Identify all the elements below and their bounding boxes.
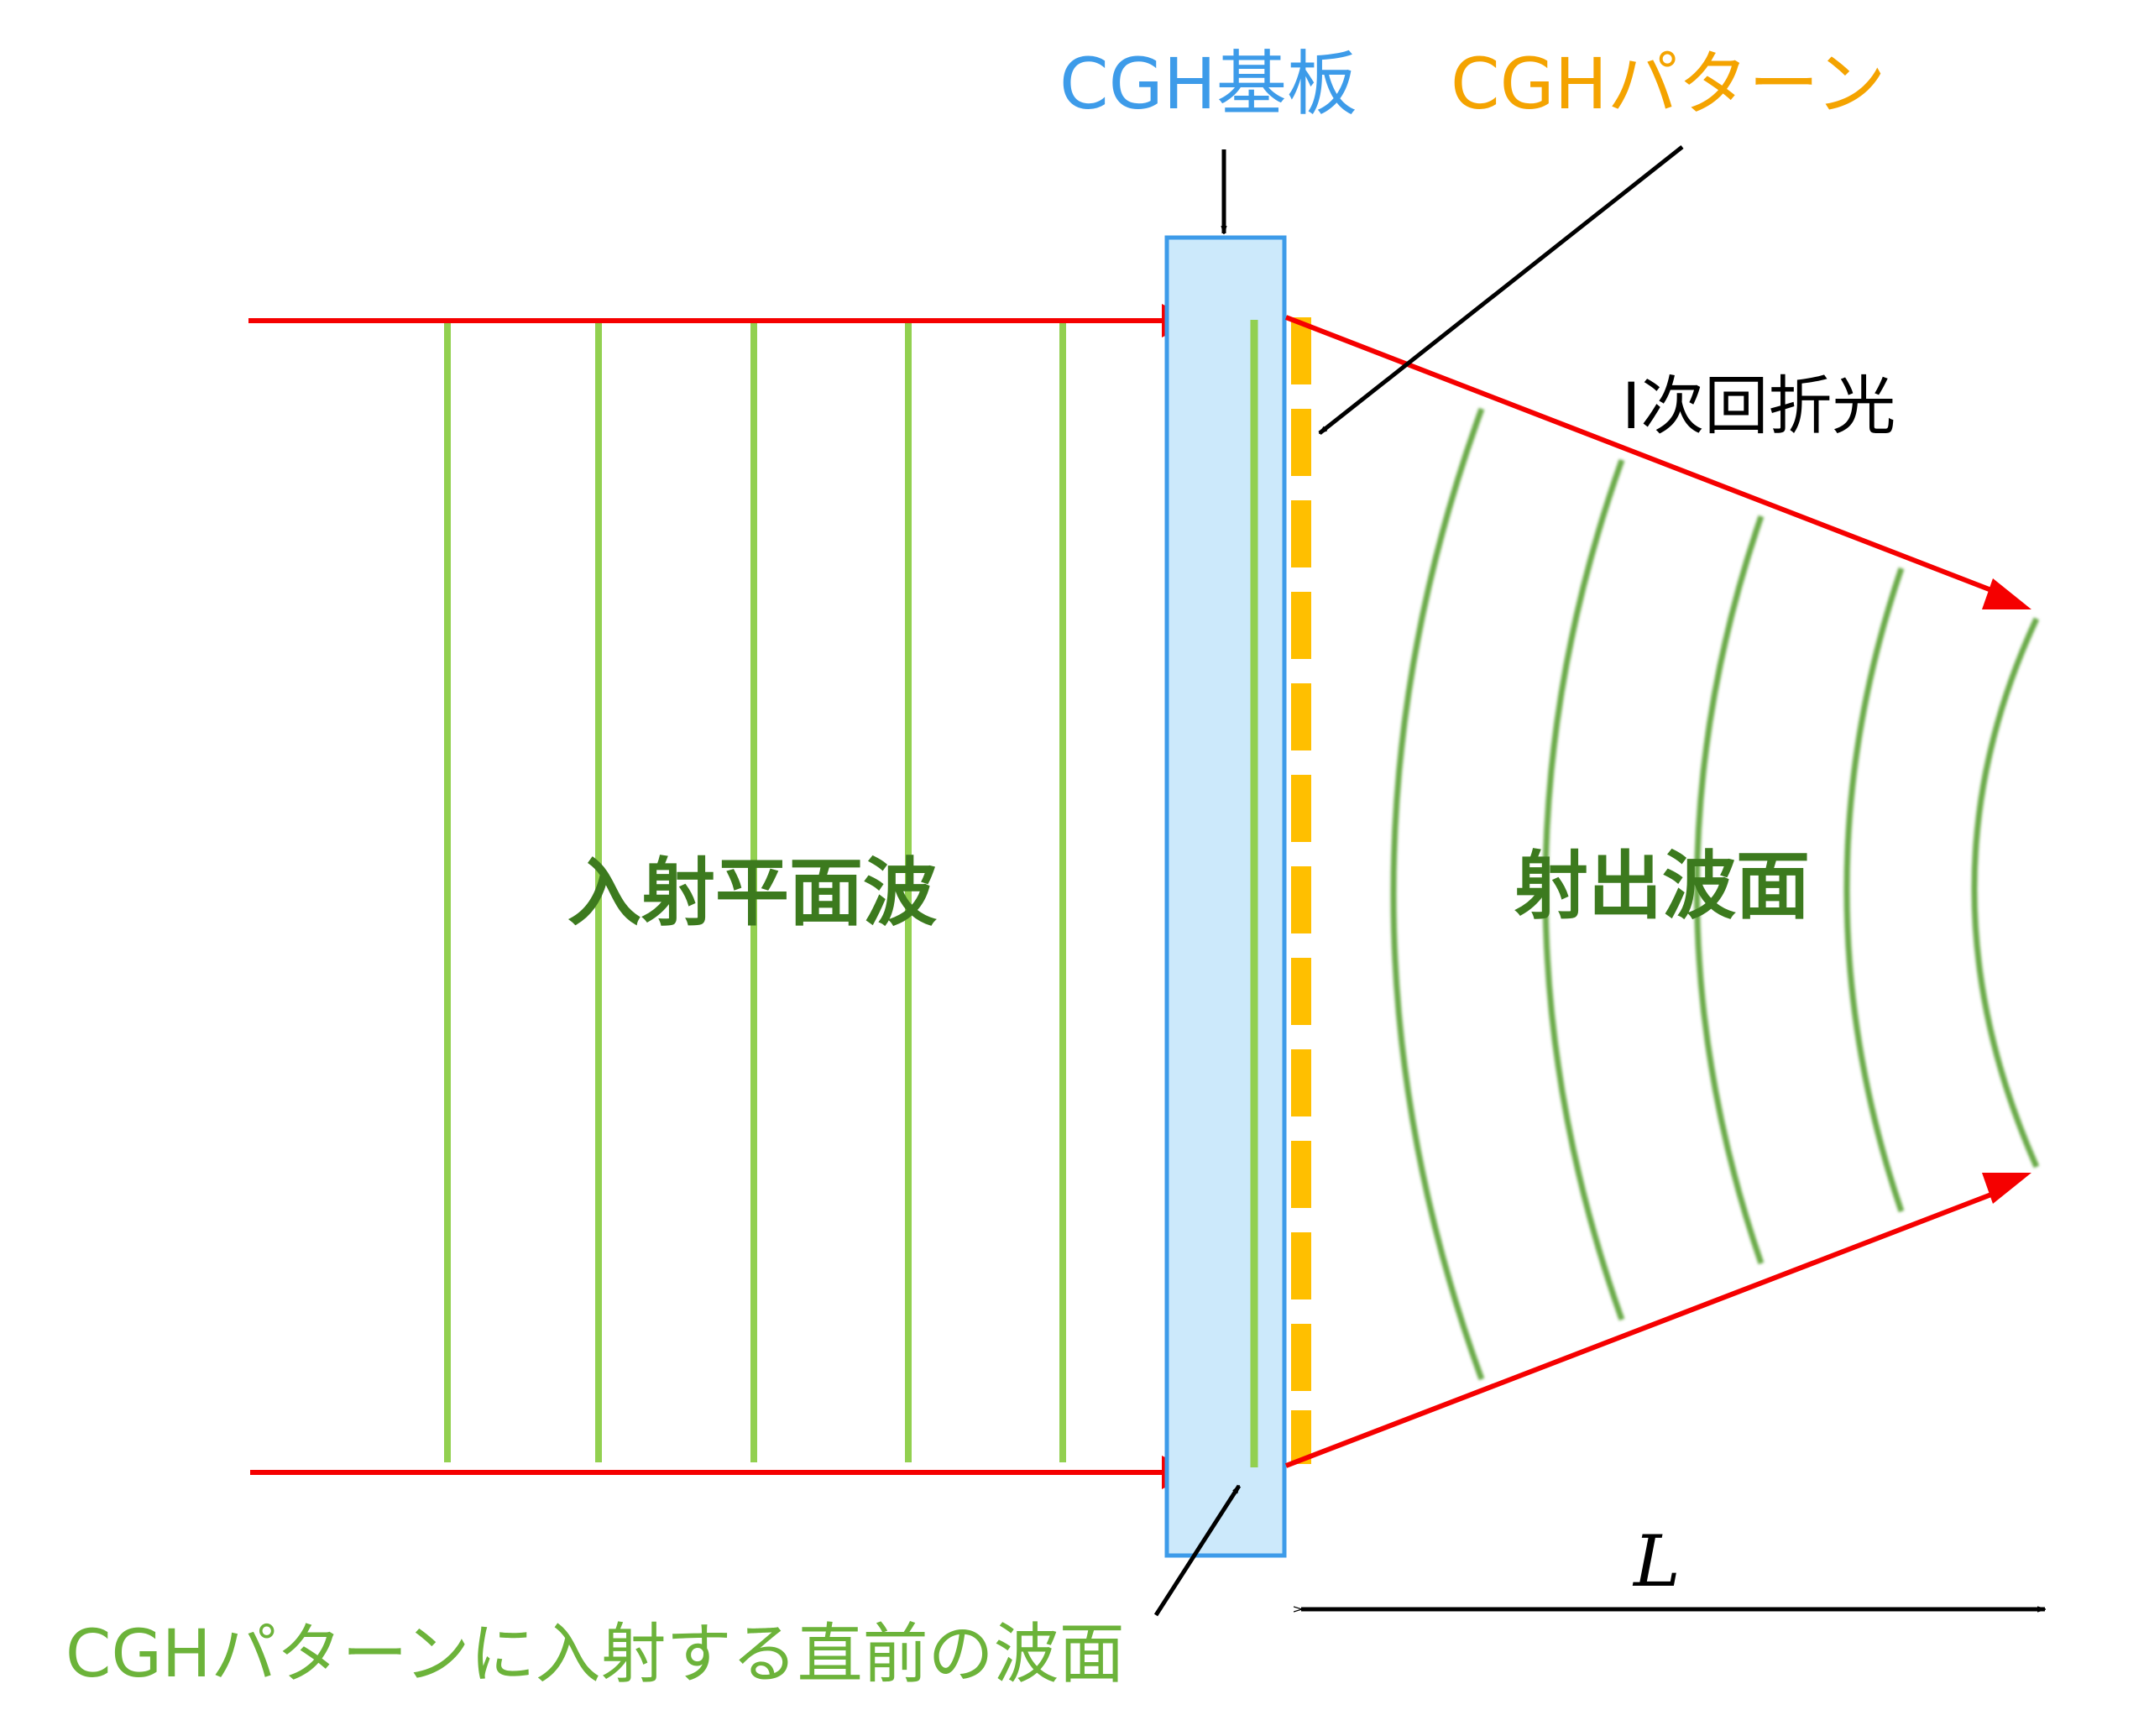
cgh-pattern-segment xyxy=(1291,409,1311,476)
cgh-pattern-segment xyxy=(1291,1324,1311,1391)
diffracted-ray-bottom xyxy=(1284,1188,2004,1468)
incident-wavefronts xyxy=(444,321,1066,1462)
cgh-pattern-segment xyxy=(1291,866,1311,933)
first-order-diffraction-label: I次回折光 xyxy=(1622,369,1896,443)
outgoing-wavefront-label: 射出波面 xyxy=(1514,843,1811,929)
diffracted-ray-top xyxy=(1284,315,2004,597)
cgh-pattern-segment xyxy=(1291,958,1311,1025)
cgh-pattern-segment xyxy=(1291,1141,1311,1208)
diffracted-ray-top-arrowhead xyxy=(1982,578,2031,609)
wavefront-before-cgh-label: CGHパターンに入射する直前の波面 xyxy=(65,1617,1125,1692)
cgh-substrate xyxy=(1164,235,1287,1558)
cgh-pattern-segment xyxy=(1291,500,1311,567)
outgoing-wavefront-curve xyxy=(1390,407,1485,1381)
incident-plane-wave-label: 入射平面波 xyxy=(567,850,938,936)
cgh-pattern-segment xyxy=(1291,775,1311,842)
cgh-pattern-label: CGHパターン xyxy=(1451,43,1886,125)
cgh-pattern-segment xyxy=(1291,683,1311,750)
length-label: L xyxy=(1634,1520,1681,1603)
pattern-pointer-arrow xyxy=(1320,145,1684,435)
cgh-pattern-segment xyxy=(1291,1049,1311,1116)
before-cgh-pointer-arrow xyxy=(1153,1486,1242,1617)
outgoing-wavefront-curve xyxy=(1971,617,2040,1169)
cgh-pattern-segment xyxy=(1291,317,1311,384)
diffracted-ray-bottom-arrowhead xyxy=(1982,1173,2031,1204)
outgoing-wavefronts xyxy=(1390,407,2040,1381)
cgh-pattern-segment xyxy=(1291,592,1311,659)
cgh-pattern xyxy=(1291,317,1311,1464)
outgoing-wavefront-curve xyxy=(1694,515,1765,1265)
outgoing-wavefront-curve xyxy=(1542,458,1625,1321)
outgoing-wavefront-curve xyxy=(1843,567,1905,1213)
cgh-pattern-segment xyxy=(1291,1232,1311,1299)
cgh-substrate-label: CGH基板 xyxy=(1059,43,1357,125)
